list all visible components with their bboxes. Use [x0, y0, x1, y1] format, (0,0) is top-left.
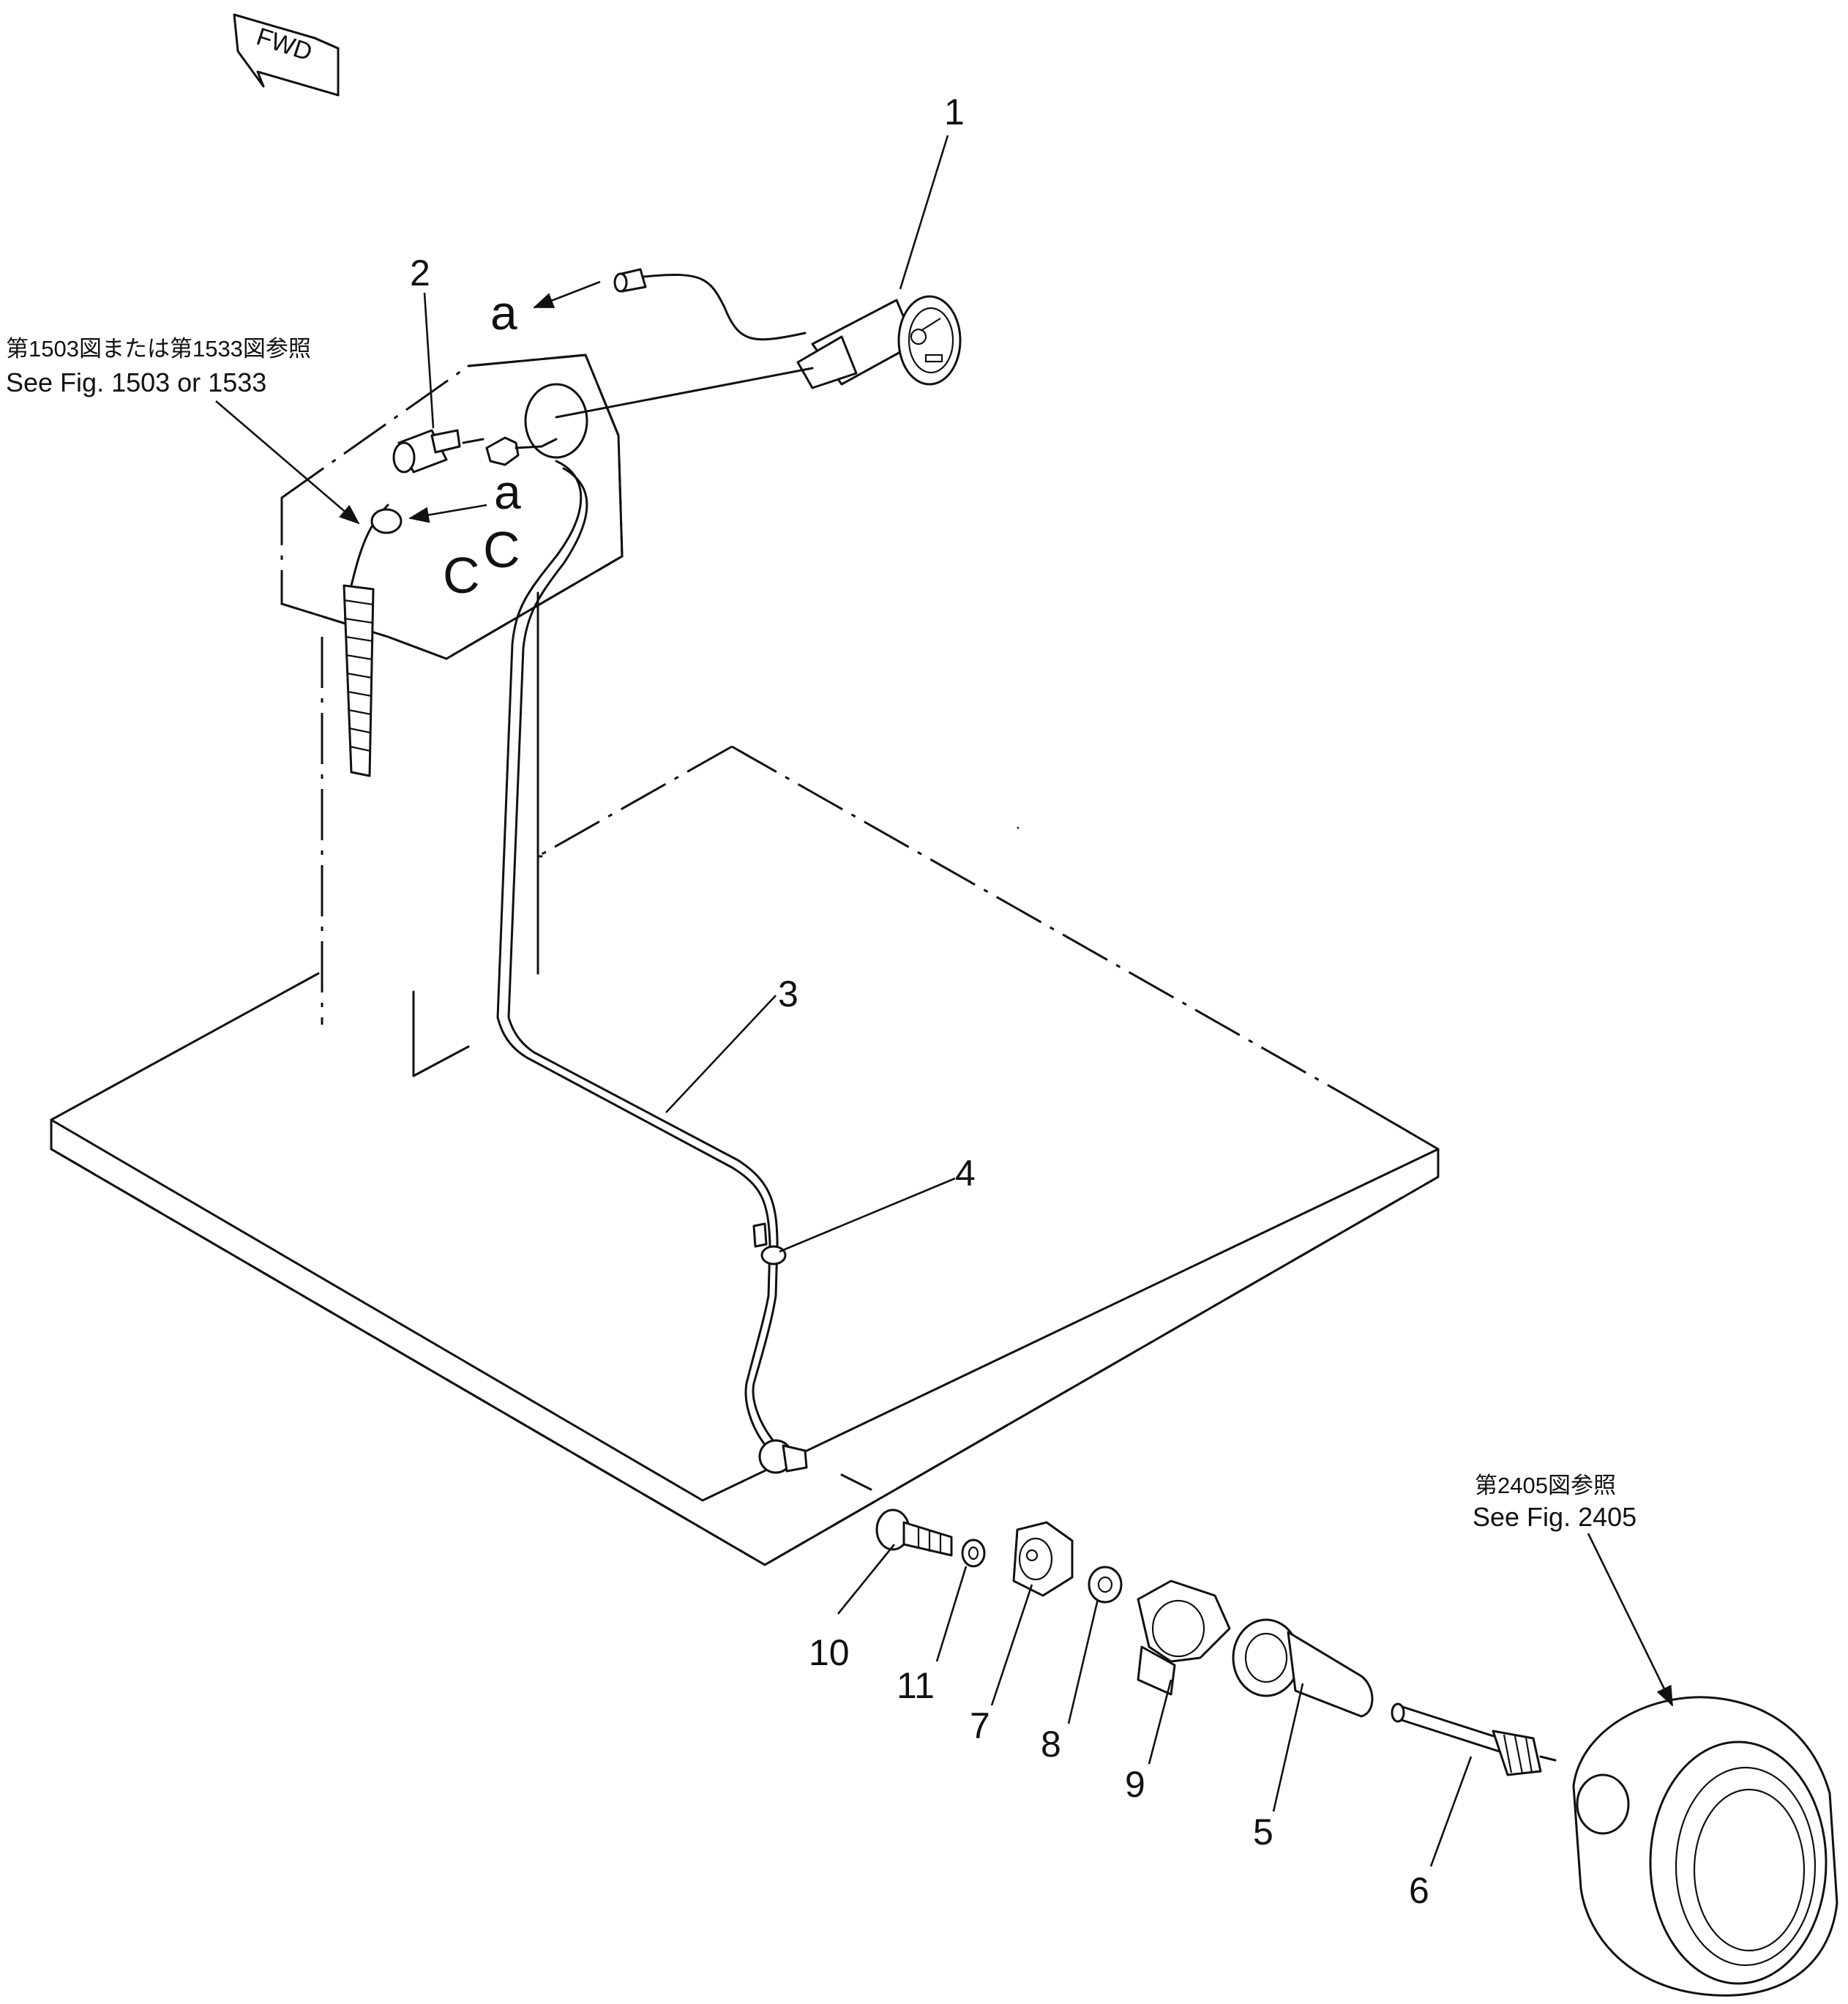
connection-mark-a-middle: a [494, 465, 521, 519]
cable-end-fitting [758, 1439, 872, 1491]
meter-gauge [555, 295, 962, 419]
reference-fig-2405-en: See Fig. 2405 [1473, 1502, 1636, 1532]
svg-text:C: C [443, 547, 480, 604]
transmission-housing [1572, 1696, 1838, 1997]
reference-fig-2405: 第2405図参照 See Fig. 2405 [1473, 1473, 1674, 1707]
connection-mark-a-top: a [490, 285, 517, 340]
dash-panel: C C [280, 354, 624, 660]
callout-6: 6 [1409, 1870, 1429, 1911]
angle-drive [1137, 1579, 1231, 1696]
callout-2: 2 [410, 253, 430, 294]
callout-1: 1 [944, 91, 965, 132]
callout-9: 9 [1125, 1764, 1145, 1805]
reference-fig-1503-en: See Fig. 1503 or 1533 [6, 367, 266, 397]
callout-leaders [423, 135, 1473, 1867]
dash-column [321, 591, 543, 1077]
gear-housing [1232, 1618, 1374, 1718]
callout-numbers: 1 2 3 4 10 11 7 8 9 5 6 [410, 91, 1429, 1911]
callout-3: 3 [778, 973, 798, 1014]
svg-text:C: C [483, 521, 520, 578]
reference-fig-1503-jp: 第1503図または第1533図参照 [6, 336, 311, 362]
callout-7: 7 [970, 1705, 990, 1746]
connection-arrow-top: a [490, 280, 601, 340]
connection-arrow-middle: a [408, 465, 521, 523]
pinion-shaft [1391, 1702, 1557, 1776]
sender-switch [392, 429, 558, 474]
reference-fig-2405-jp: 第2405図参照 [1475, 1473, 1616, 1498]
nut [1088, 1566, 1123, 1604]
callout-5: 5 [1253, 1812, 1273, 1852]
wire-harness [343, 584, 375, 777]
washer [961, 1538, 986, 1568]
meter-lead-wire [613, 268, 807, 341]
fwd-direction-arrow: FWD [233, 13, 340, 97]
callout-10: 10 [809, 1632, 850, 1673]
callout-11: 11 [897, 1665, 935, 1706]
callout-8: 8 [1041, 1724, 1061, 1765]
adapter-block [1012, 1521, 1074, 1597]
reference-fig-1503: 第1503図または第1533図参照 See Fig. 1503 or 1533 [6, 336, 360, 525]
speedometer-cable [350, 460, 779, 1454]
bolt [875, 1508, 953, 1557]
callout-4: 4 [955, 1153, 976, 1194]
floor-plate [50, 745, 1440, 1566]
